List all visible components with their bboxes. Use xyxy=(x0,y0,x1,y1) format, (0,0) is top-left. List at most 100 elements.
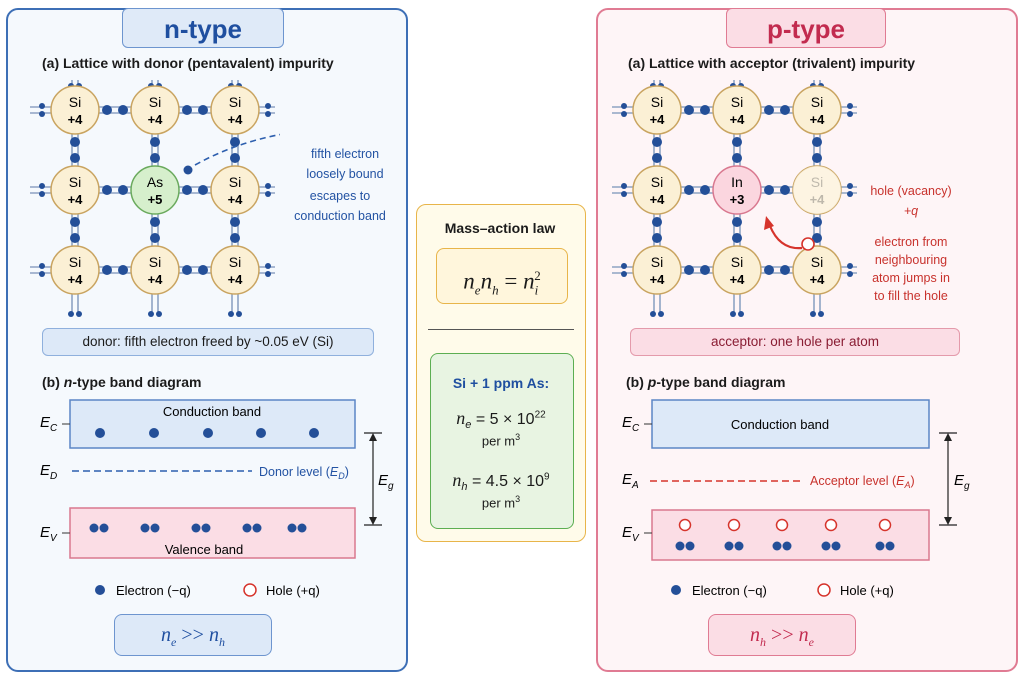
atom-symbol: Si xyxy=(651,254,663,270)
atom-symbol: Si xyxy=(69,94,81,110)
hole-legend-icon xyxy=(817,583,831,597)
valence-electron xyxy=(140,523,150,533)
ne-unit: per m3 xyxy=(481,432,521,449)
jump-arrow xyxy=(768,225,803,250)
atom-symbol: Si xyxy=(69,174,81,190)
n-relation-box: ne >> nh xyxy=(114,614,272,656)
electron xyxy=(102,185,112,195)
edge-electron-pair xyxy=(730,311,744,317)
n-lattice: Si+4Si+4Si+4Si+4As+5Si+4Si+4Si+4Si+4 xyxy=(30,80,280,317)
valence-electron xyxy=(772,541,782,551)
edge-electron-pair xyxy=(148,311,162,317)
electron xyxy=(118,105,128,115)
atom-si: Si+4 xyxy=(632,85,682,135)
p-ea-label: EA xyxy=(622,471,639,491)
atom-symbol: Si xyxy=(229,174,241,190)
bond-electron-pair xyxy=(684,185,710,195)
conduction-electron xyxy=(256,428,266,438)
atom-symbol: Si xyxy=(69,254,81,270)
bond-electron-pair xyxy=(102,105,128,115)
n-valence-label: Valence band xyxy=(165,542,244,557)
atom-symbol: Si xyxy=(811,254,823,270)
bond-electron-pair xyxy=(732,217,742,243)
valence-hole xyxy=(824,518,838,532)
edge-electron-pair xyxy=(265,263,271,277)
p-legend-hole-text: Hole (+q) xyxy=(840,583,894,598)
electron xyxy=(652,137,662,147)
atom-charge: +4 xyxy=(730,112,746,127)
atom-si: Si+4 xyxy=(130,85,180,135)
atom-charge: +4 xyxy=(68,272,84,287)
valence-electron xyxy=(297,523,307,533)
valence-electron xyxy=(99,523,109,533)
edge-electron-pair xyxy=(847,263,853,277)
electron xyxy=(182,105,192,115)
atom-in: In+3 xyxy=(712,165,762,215)
atom-symbol: As xyxy=(147,174,163,190)
edge-electron-pair xyxy=(621,103,627,117)
electron xyxy=(812,233,822,243)
edge-electron-pair xyxy=(847,103,853,117)
atom-charge: +5 xyxy=(148,192,163,207)
atom-charge: +4 xyxy=(228,272,244,287)
atom-si: Si+4 xyxy=(632,165,682,215)
bond-electron-pair xyxy=(652,137,662,163)
bond-electron-pair xyxy=(182,185,208,195)
atom-si: Si +4 xyxy=(50,245,100,295)
p-note-hole: hole (vacancy)+q xyxy=(870,184,952,218)
atom-charge: +4 xyxy=(228,112,244,127)
valence-electron xyxy=(831,541,841,551)
n-band-caption: (b) n-type band diagram xyxy=(42,374,202,390)
bond-electron-pair xyxy=(182,265,208,275)
electron xyxy=(764,105,774,115)
electron xyxy=(684,105,694,115)
ne-value: ne = 5 × 1022 xyxy=(456,408,546,432)
electron xyxy=(198,265,208,275)
edge-electron-pair xyxy=(650,311,664,317)
atom-symbol: Si xyxy=(149,94,161,110)
atom-si: Si+4 xyxy=(50,85,100,135)
electron xyxy=(230,153,240,163)
valence-electron xyxy=(885,541,895,551)
bond-electron-pair xyxy=(102,185,128,195)
atom-symbol: In xyxy=(731,174,743,190)
p-eg-label: Eg xyxy=(954,472,970,492)
electron xyxy=(150,137,160,147)
electron xyxy=(700,105,710,115)
p-lattice-caption: (a) Lattice with acceptor (trivalent) im… xyxy=(628,55,916,71)
valence-electron xyxy=(675,541,685,551)
atom-charge: +4 xyxy=(228,192,244,207)
n-ed-label: ED xyxy=(40,462,57,482)
hole xyxy=(801,237,815,251)
valence-hole xyxy=(878,518,892,532)
arrowhead xyxy=(764,216,774,230)
electron xyxy=(70,217,80,227)
valence-electron xyxy=(875,541,885,551)
conduction-electron xyxy=(95,428,105,438)
atom-symbol: Si xyxy=(651,94,663,110)
atom-si: Si+4 xyxy=(792,245,842,295)
electron xyxy=(198,185,208,195)
valence-electron xyxy=(150,523,160,533)
atom-symbol: Si xyxy=(229,94,241,110)
valence-electron xyxy=(724,541,734,551)
electron xyxy=(150,217,160,227)
electron xyxy=(652,153,662,163)
bond-electron-pair xyxy=(102,265,128,275)
electron xyxy=(652,233,662,243)
electron xyxy=(102,265,112,275)
p-relation-box: nh >> ne xyxy=(708,614,856,656)
atom-si: Si+4 xyxy=(792,85,842,135)
p-ec-label: EC xyxy=(622,414,640,434)
acceptor-level-label: Acceptor level (EA) xyxy=(810,474,915,490)
bond-electron-pair xyxy=(230,217,240,243)
p-legend-electron-text: Electron (−q) xyxy=(692,583,767,598)
electron xyxy=(684,185,694,195)
atom-charge: +4 xyxy=(650,192,666,207)
valence-hole xyxy=(727,518,741,532)
electron xyxy=(812,153,822,163)
n-conduction-label: Conduction band xyxy=(163,404,261,419)
electron xyxy=(652,217,662,227)
